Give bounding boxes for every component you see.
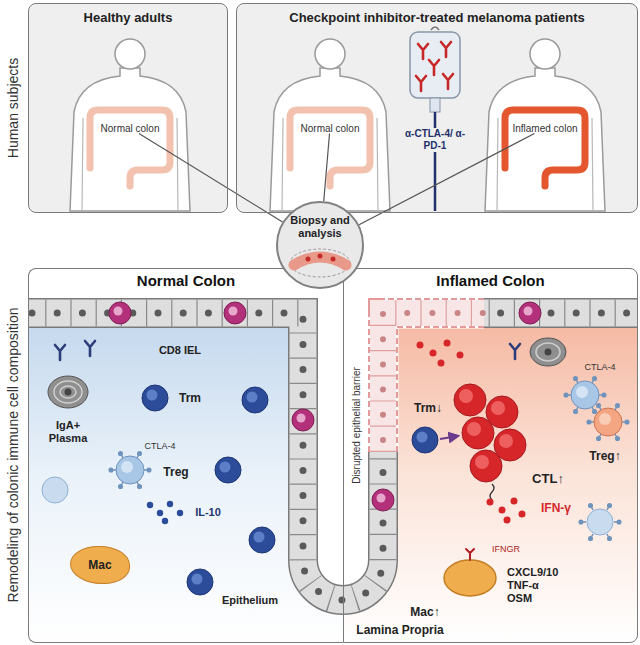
marker-label: CTLA-4 bbox=[584, 362, 615, 372]
biopsy-circle: Biopsy and analysis bbox=[276, 201, 364, 289]
node-text: Normal colon bbox=[100, 123, 161, 134]
cytokine-label: IL-10 bbox=[195, 506, 221, 518]
cytokine-label: IFN-γ bbox=[541, 501, 571, 515]
node-text: Inflamed Colon bbox=[344, 272, 637, 289]
connector-line bbox=[324, 134, 330, 202]
node-text: Biopsy and analysis bbox=[285, 214, 355, 240]
subject-panel: Healthy adultsNormal colon bbox=[28, 3, 228, 213]
node-text: Normal colon bbox=[300, 123, 361, 134]
cell-label: CD8 IEL bbox=[159, 344, 201, 356]
connector-line bbox=[139, 134, 283, 222]
colon-label: Normal colon bbox=[98, 123, 163, 134]
node-text: Mac bbox=[87, 558, 113, 572]
cell-label: Treg↑ bbox=[589, 449, 620, 463]
marker-label: CTLA-4 bbox=[144, 441, 175, 451]
node-text: Healthy adults bbox=[29, 10, 227, 25]
cytokine-label: CXCL9/10 TNF-α OSM bbox=[507, 566, 563, 605]
section-label: Human subjects bbox=[5, 58, 21, 158]
node-text: Inflamed colon bbox=[511, 123, 579, 134]
cell-label: CTL↑ bbox=[532, 471, 564, 486]
region-label: Lamina Propria bbox=[356, 623, 443, 637]
region-label: Epithelium bbox=[222, 594, 278, 606]
subject-panel: Checkpoint inhibitor-treated melanoma pa… bbox=[236, 3, 638, 213]
drug-label: α-CTLA-4/ α-PD-1 bbox=[404, 128, 466, 152]
section-label: Remodeling of colonic immune cell compos… bbox=[5, 308, 21, 603]
cell-label: Mac↑ bbox=[410, 605, 439, 619]
macrophage: Mac bbox=[70, 546, 130, 584]
colon-half: Normal ColonMac bbox=[28, 268, 343, 643]
node-text: Checkpoint inhibitor-treated melanoma pa… bbox=[237, 10, 637, 25]
cell-label: Treg bbox=[163, 465, 188, 479]
cell-label: Trm bbox=[179, 391, 201, 405]
cell-label: Trm↓ bbox=[414, 401, 442, 415]
cell-label: IgA+ Plasma bbox=[45, 419, 91, 445]
region-label: Disrupted epithelial barrier bbox=[350, 367, 361, 484]
marker-label: IFNGR bbox=[492, 544, 520, 554]
colon-label: Inflamed colon bbox=[509, 123, 581, 134]
colon-label: Normal colon bbox=[298, 123, 363, 134]
